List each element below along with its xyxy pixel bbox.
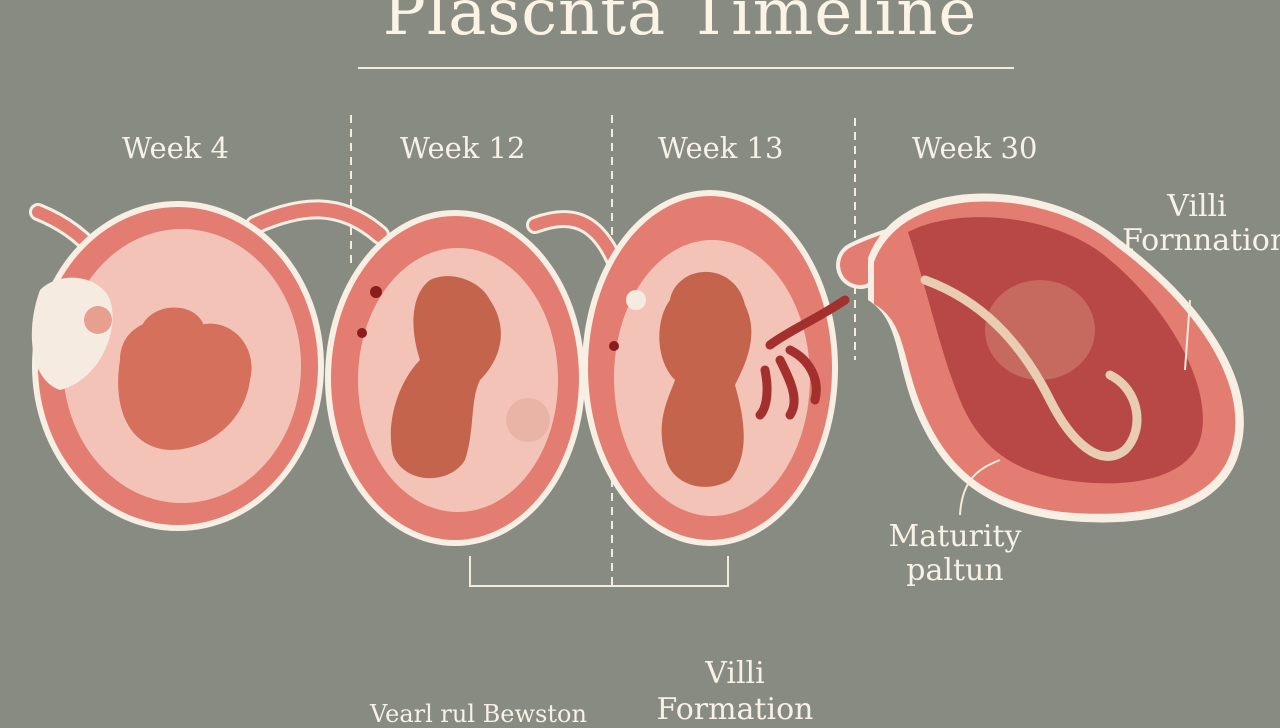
- stage-bracket: [469, 556, 729, 587]
- sac-week-13: [582, 190, 850, 546]
- bottom-villi-label: Villi Formation: [640, 656, 830, 728]
- title-underline: [358, 67, 1014, 69]
- villi-formation-line2: Fornnation: [1122, 223, 1280, 258]
- week-label-4: Week 30: [912, 131, 1038, 165]
- maturity-line2: paltun: [906, 553, 1004, 588]
- maturity-line1: Maturity: [888, 519, 1022, 554]
- maturity-label: Maturity paltun: [880, 520, 1030, 588]
- sac-week-30: [868, 193, 1244, 523]
- villi-cluster: [755, 295, 850, 420]
- page-title: Plascnta Timeline: [382, 0, 978, 50]
- villi-formation-label: Villi Fornnation: [1122, 189, 1280, 258]
- bottom-villi-line2: Formation: [656, 692, 814, 727]
- bottom-villi-line1: Villi: [705, 656, 765, 691]
- week-label-2: Week 12: [400, 131, 526, 165]
- bottom-left-text: Vearl rul Bewston: [370, 700, 587, 728]
- villi-leader: [1184, 299, 1191, 371]
- embryo-week-13: [659, 271, 752, 487]
- umbilical-cord: [920, 275, 1142, 461]
- embryo-week-12: [390, 276, 501, 479]
- sac-week-12: [325, 210, 585, 546]
- villi-formation-line1: Villi: [1167, 189, 1227, 224]
- week-label-3: Week 13: [658, 131, 784, 165]
- maturity-leader: [959, 459, 1001, 516]
- embryo-week-4: [118, 320, 252, 450]
- week-label-1: Week 4: [122, 131, 230, 165]
- sac-week-4: [31, 201, 324, 531]
